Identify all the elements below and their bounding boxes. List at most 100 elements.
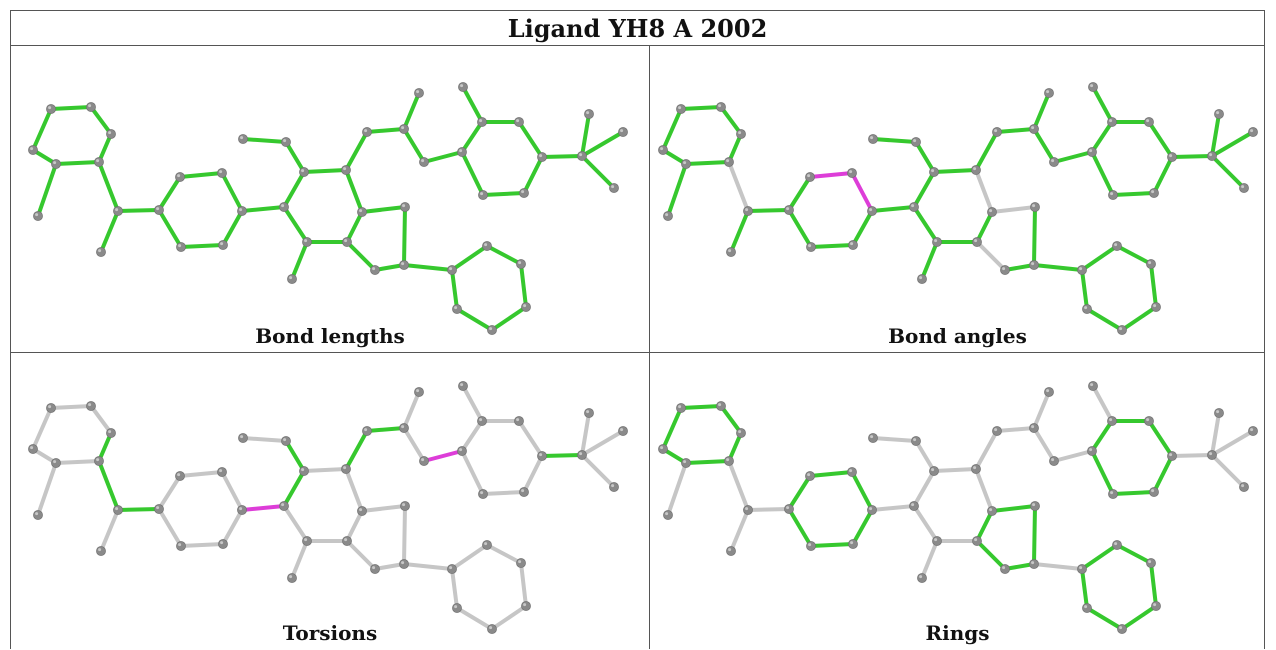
atom-highlight-h5: [489, 626, 493, 630]
atom-highlight-g4: [611, 484, 615, 488]
bond-c3-d2: [344, 130, 369, 172]
bond-h4-h5: [1120, 604, 1158, 631]
atom-highlight-d2: [994, 428, 998, 432]
bond-c8-c9: [241, 137, 288, 144]
bond-b18-b19: [809, 243, 855, 249]
atom-a1: [46, 104, 56, 114]
bond-f1-f2: [461, 85, 484, 124]
bond-c2-c8: [284, 439, 306, 473]
atom-highlight-d1: [401, 262, 405, 266]
atom-highlight-h2: [484, 542, 488, 546]
atom-highlight-g3: [1250, 428, 1254, 432]
atom-highlight-a2: [718, 104, 722, 108]
atom-a8: [113, 505, 123, 515]
atom-highlight-a2: [88, 104, 92, 108]
bond-d1-e2: [373, 263, 406, 272]
bond-a4-a5: [684, 160, 731, 166]
bond-c4-e1: [990, 205, 1037, 214]
atom-f5: [1149, 188, 1159, 198]
bond-a8-b14: [116, 507, 161, 512]
bond-c4-e1: [990, 504, 1037, 513]
atom-c9: [238, 433, 248, 443]
atom-a9: [726, 247, 736, 257]
bond-h6-h1: [1080, 268, 1089, 311]
atom-highlight-g2: [586, 410, 590, 414]
caption-torsions: Torsions: [282, 621, 378, 645]
atom-highlight-c1: [281, 204, 285, 208]
atom-highlight-d6: [459, 448, 463, 452]
atom-highlight-d3: [1031, 126, 1035, 130]
atom-highlight-b17: [239, 507, 243, 511]
atom-highlight-a9: [728, 249, 732, 253]
bond-f4-f5: [522, 155, 544, 195]
bond-a2-a3: [719, 404, 743, 435]
atom-highlight-h6: [454, 306, 458, 310]
atom-highlight-d4: [1051, 458, 1055, 462]
atom-highlight-h3: [518, 261, 522, 265]
atom-highlight-f4: [539, 453, 543, 457]
bond-h4-h5: [490, 305, 528, 332]
atom-highlight-d1: [1031, 561, 1035, 565]
atom-highlight-d1: [1031, 262, 1035, 266]
bond-g1-g3: [580, 130, 625, 158]
bond-f3-f4: [517, 120, 544, 159]
atom-highlight-g4: [1241, 484, 1245, 488]
bond-a8-b14: [746, 208, 791, 213]
bond-h6-h1: [450, 268, 459, 311]
atom-a4: [94, 456, 104, 466]
atom-highlight-d2: [364, 428, 368, 432]
bond-d3-d4: [402, 127, 426, 164]
bond-b18-b19: [809, 542, 855, 548]
atom-h6: [1082, 603, 1092, 613]
atom-g3: [618, 127, 628, 137]
bond-d1-e2: [373, 562, 406, 571]
atom-highlight-h5: [1119, 626, 1123, 630]
atom-b14: [784, 504, 794, 514]
bond-e2-c5: [345, 539, 377, 571]
bond-f4-g1: [1170, 453, 1214, 458]
atom-a1: [676, 104, 686, 114]
atom-f2: [1088, 381, 1098, 391]
atom-d5: [414, 387, 424, 397]
atom-highlight-g2: [586, 111, 590, 115]
bond-f5-f6: [1111, 490, 1156, 496]
atom-highlight-h4: [1153, 603, 1157, 607]
atom-b14: [784, 205, 794, 215]
atom-highlight-d3: [1031, 425, 1035, 429]
atom-c4: [357, 207, 367, 217]
molecule-bond-angles: [658, 82, 1258, 335]
atom-highlight-c3: [343, 466, 347, 470]
atom-highlight-g4: [611, 185, 615, 189]
atom-highlight-d5: [1046, 389, 1050, 393]
atom-highlight-e1: [402, 204, 406, 208]
atom-highlight-c5: [974, 239, 978, 243]
atom-highlight-a8: [115, 208, 119, 212]
atom-highlight-g1: [579, 452, 583, 456]
bond-a8-a9: [729, 508, 750, 553]
atom-b17: [237, 206, 247, 216]
bond-d1-h1: [402, 562, 454, 571]
bond-a8-a9: [99, 508, 120, 553]
bond-d3-d5: [402, 91, 421, 131]
bond-f4-g1: [1170, 154, 1214, 159]
atom-c7: [917, 274, 927, 284]
atom-highlight-c2: [931, 169, 935, 173]
atom-highlight-b14: [156, 207, 160, 211]
atom-d6: [1087, 446, 1097, 456]
bond-g1-g2: [1210, 411, 1221, 457]
bond-f1-f2: [461, 384, 484, 423]
atom-highlight-b18: [850, 541, 854, 545]
atom-highlight-a4: [726, 159, 730, 163]
atom-h4: [521, 302, 531, 312]
atom-highlight-b14: [786, 506, 790, 510]
atom-b15: [175, 471, 185, 481]
bond-f4-f5: [1152, 454, 1174, 494]
bond-b16-b17: [850, 171, 874, 213]
bond-h5-h6: [455, 606, 494, 631]
bond-b19-b14: [787, 507, 813, 548]
atom-b15: [805, 471, 815, 481]
bond-b16-b17: [220, 470, 244, 512]
figure-grid: Ligand YH8 A 2002 Bond lengths Bond angl…: [10, 10, 1265, 649]
atom-highlight-f4: [539, 154, 543, 158]
atom-a8: [113, 206, 123, 216]
